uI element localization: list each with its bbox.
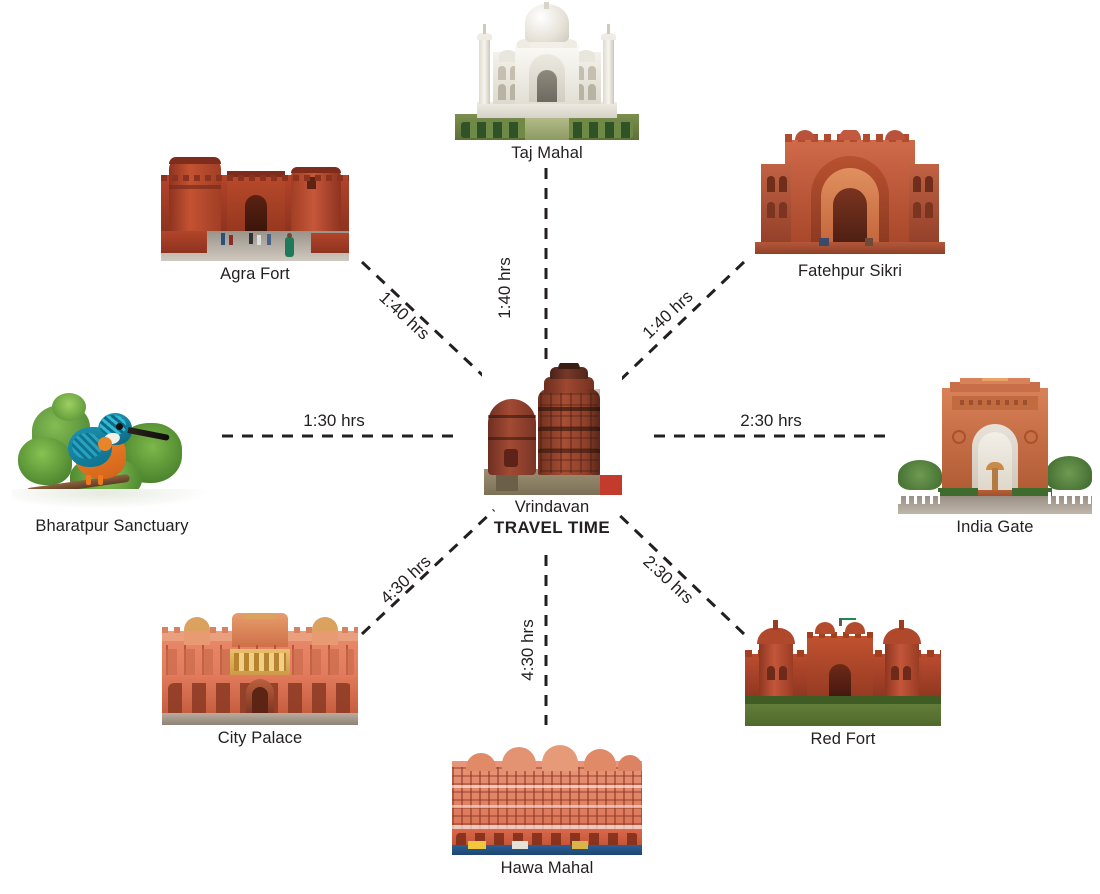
node-label-hawa-mahal: Hawa Mahal: [500, 859, 594, 877]
node-label-bharatpur-sanctuary: Bharatpur Sanctuary: [35, 517, 189, 535]
travel-time-title: TRAVEL TIME: [493, 518, 611, 537]
fatehpur-sikri-photo: [755, 130, 945, 258]
taj-mahal-photo: [455, 2, 639, 140]
node-label-india-gate: India Gate: [956, 518, 1034, 536]
edge-label-city-palace: 4:30 hrs: [376, 551, 435, 608]
edge-label-fatehpur-sikri: 1:40 hrs: [638, 286, 697, 343]
connector-fatehpur-sikri: [612, 260, 746, 388]
node-label-red-fort: Red Fort: [810, 730, 876, 748]
node-city-palace[interactable]: City Palace: [162, 613, 358, 748]
red-fort-photo: [745, 618, 941, 726]
node-agra-fort[interactable]: Agra Fort: [161, 145, 349, 284]
india-gate-photo: [898, 378, 1092, 514]
node-fatehpur-sikri[interactable]: Fatehpur Sikri: [755, 130, 945, 281]
vrindavan-temple-photo: [482, 363, 622, 495]
edge-label-agra-fort: 1:40 hrs: [375, 287, 434, 344]
node-label-vrindavan: Vrindavan: [514, 498, 590, 516]
node-label-city-palace: City Palace: [217, 729, 303, 747]
node-bharatpur-sanctuary[interactable]: Bharatpur Sanctuary: [12, 385, 212, 536]
edge-label-red-fort: 2:30 hrs: [639, 551, 698, 608]
node-taj-mahal[interactable]: Taj Mahal: [455, 2, 639, 163]
node-label-agra-fort: Agra Fort: [220, 265, 290, 283]
edge-label-bharatpur-sanctuary: 1:30 hrs: [303, 411, 365, 430]
node-label-taj-mahal: Taj Mahal: [511, 144, 583, 162]
node-india-gate[interactable]: India Gate: [898, 378, 1092, 537]
node-label-fatehpur-sikri: Fatehpur Sikri: [797, 262, 903, 280]
connector-red-fort: [612, 508, 746, 636]
city-palace-photo: [162, 613, 358, 725]
node-hawa-mahal[interactable]: Hawa Mahal: [452, 745, 642, 878]
kingfisher-bird-photo: [12, 385, 212, 513]
node-vrindavan-hub[interactable]: Vrindavan TRAVEL TIME: [482, 363, 622, 538]
node-red-fort[interactable]: Red Fort: [745, 618, 941, 749]
hawa-mahal-photo: [452, 745, 642, 855]
edge-label-india-gate: 2:30 hrs: [740, 411, 802, 430]
edge-label-hawa-mahal: 4:30 hrs: [518, 619, 537, 681]
edge-label-taj-mahal: 1:40 hrs: [495, 257, 514, 319]
agra-fort-photo: [161, 145, 349, 261]
